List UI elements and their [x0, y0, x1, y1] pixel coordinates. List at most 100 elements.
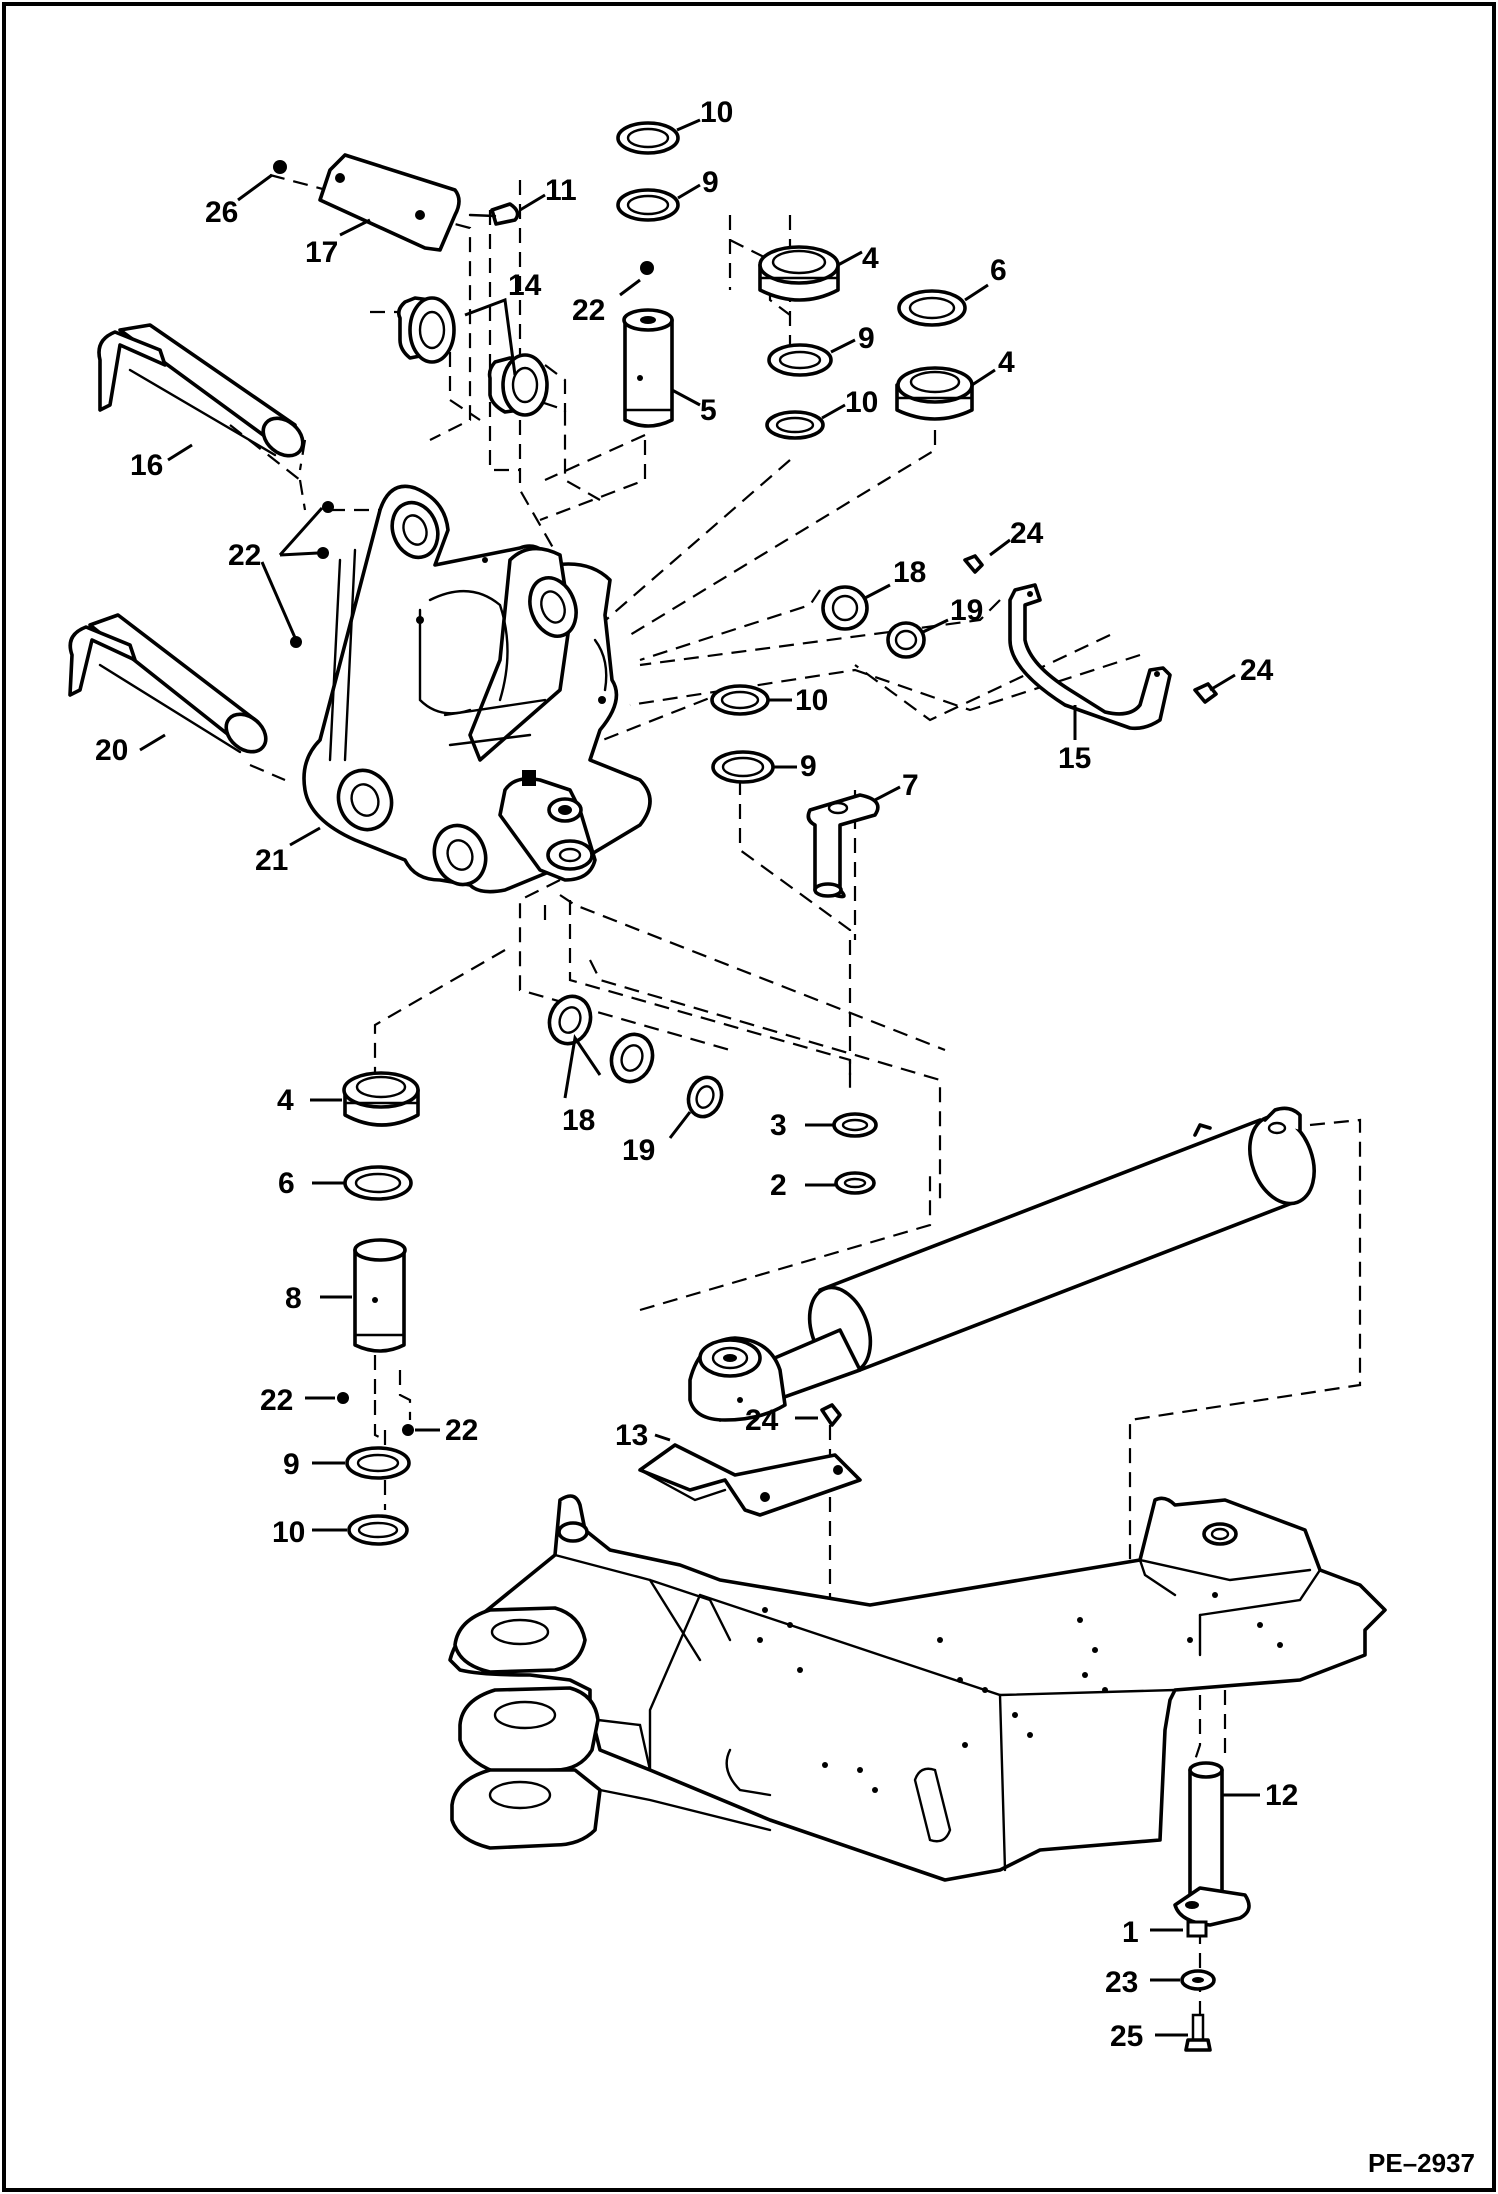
- callout-15: 15: [1058, 742, 1091, 775]
- callout-6-top: 6: [990, 254, 1007, 287]
- callout-19-top: 19: [950, 594, 983, 627]
- callout-24-right: 24: [1240, 654, 1274, 687]
- part-1-spacer: [1186, 1920, 1208, 1938]
- part-19-ring-a-inner: [894, 629, 918, 651]
- callout-2: 2: [770, 1169, 787, 1202]
- part-24-bolt-a: [963, 554, 984, 574]
- part-9-ring-c-inner: [721, 756, 765, 778]
- part-2-ring: [834, 1171, 876, 1195]
- callout-18-low: 18: [562, 1104, 595, 1137]
- part-19-ring-b: [686, 1075, 724, 1119]
- part-17-bracket: [318, 153, 461, 252]
- callout-21: 21: [255, 844, 288, 877]
- part-5-pin: [622, 308, 674, 428]
- part-6-ring-a: [897, 289, 967, 327]
- callout-13: 13: [615, 1419, 648, 1452]
- callout-16: 16: [130, 449, 163, 482]
- part-16-pin: [97, 323, 305, 458]
- part-22-dot-c: [290, 636, 302, 648]
- part-13-plate: [638, 1443, 862, 1517]
- callout-4-top: 4: [862, 242, 879, 275]
- part-18-ring-b-inner: [558, 1006, 582, 1034]
- callout-18-top: 18: [893, 556, 926, 589]
- callout-3: 3: [770, 1109, 787, 1142]
- part-21-swing-bracket: [302, 484, 652, 894]
- part-14-bushings: [397, 296, 549, 417]
- callout-9-top: 9: [702, 166, 719, 199]
- part-4-bushing-c: [342, 1071, 420, 1127]
- part-22-dot-b: [317, 547, 329, 559]
- part-18-ring-a-inner: [831, 594, 859, 622]
- part-24-bolt-c: [820, 1403, 842, 1427]
- callout-24-low: 24: [745, 1404, 779, 1437]
- part-9-ring-b-inner: [778, 350, 822, 370]
- part-3-ring-inner: [841, 1118, 869, 1132]
- part-main-frame: [448, 1494, 1387, 1882]
- part-2-ring-inner: [843, 1177, 867, 1189]
- callout-6-low: 6: [278, 1167, 295, 1200]
- part-10-ring-d: [347, 1514, 409, 1546]
- callout-25: 25: [1110, 2020, 1143, 2053]
- part-25-bolt: [1184, 2013, 1212, 2052]
- part-19-ring-a: [886, 621, 926, 659]
- callout-22-low-left: 22: [260, 1384, 293, 1417]
- callout-12: 12: [1265, 1779, 1298, 1812]
- part-18-ring-b: [547, 994, 593, 1046]
- part-7-pin: [806, 793, 880, 899]
- callout-10-low: 10: [795, 684, 828, 717]
- callout-9-bottom: 9: [283, 1448, 300, 1481]
- callout-9-low: 9: [800, 750, 817, 783]
- part-9-ring-d: [345, 1446, 411, 1480]
- callout-4-low: 4: [277, 1084, 294, 1117]
- part-10-ring-b: [765, 410, 825, 440]
- callout-11: 11: [545, 174, 577, 207]
- part-6-ring-a-inner: [908, 296, 956, 320]
- callout-24-top: 24: [1010, 517, 1044, 550]
- callout-19-low: 19: [622, 1134, 655, 1167]
- callout-20: 20: [95, 734, 128, 767]
- part-20-pin: [68, 613, 268, 754]
- part-8-pin: [353, 1238, 407, 1353]
- part-18-ring-c-inner: [620, 1044, 644, 1072]
- part-top-rings: [616, 121, 680, 275]
- part-4-bushing-a: [758, 245, 840, 302]
- callout-14: 14: [508, 269, 542, 302]
- leader-lines: [139, 118, 1260, 2037]
- callout-4-right: 4: [998, 346, 1015, 379]
- part-11-pin: [468, 202, 520, 226]
- callout-5: 5: [700, 394, 717, 427]
- callout-10-top: 10: [700, 96, 733, 129]
- callout-26: 26: [205, 196, 238, 229]
- part-18-ring-a: [821, 585, 869, 631]
- part-10-ring-d-inner: [357, 1521, 399, 1539]
- part-23-washer-hole: [1192, 1977, 1204, 1983]
- part-22-dot-e: [402, 1424, 414, 1436]
- callout-1: 1: [1122, 1916, 1139, 1949]
- callout-17: 17: [305, 236, 338, 269]
- part-19-ring-b-inner: [695, 1085, 715, 1109]
- part-10-ring-b-inner: [775, 416, 815, 434]
- part-10-ring-c: [710, 684, 770, 716]
- part-26-nut: [273, 160, 287, 174]
- callout-9-mid: 9: [858, 322, 875, 355]
- part-9-ring-b: [767, 343, 833, 377]
- callout-22-left: 22: [228, 539, 261, 572]
- part-swing-cylinder: [688, 1106, 1316, 1422]
- callout-labels: 26 17 11 10 9 22 5 14 4 9 10 6 4 16 22 2…: [95, 96, 1298, 2053]
- part-22-dot-d: [337, 1392, 349, 1404]
- part-18-ring-c: [609, 1032, 655, 1084]
- part-12-pin: [1173, 1761, 1251, 1927]
- callout-22-top: 22: [572, 294, 605, 327]
- callout-10-bottom: 10: [272, 1516, 305, 1549]
- part-6-ring-b-inner: [354, 1172, 402, 1194]
- part-9-ring-d-inner: [356, 1453, 400, 1473]
- callout-22-low-right: 22: [445, 1414, 478, 1447]
- part-3-ring: [832, 1112, 878, 1138]
- part-10-ring-c-inner: [720, 690, 760, 710]
- part-4-bushing-b: [895, 366, 974, 421]
- part-22-dot-a: [322, 501, 334, 513]
- part-15-rod: [1008, 583, 1172, 731]
